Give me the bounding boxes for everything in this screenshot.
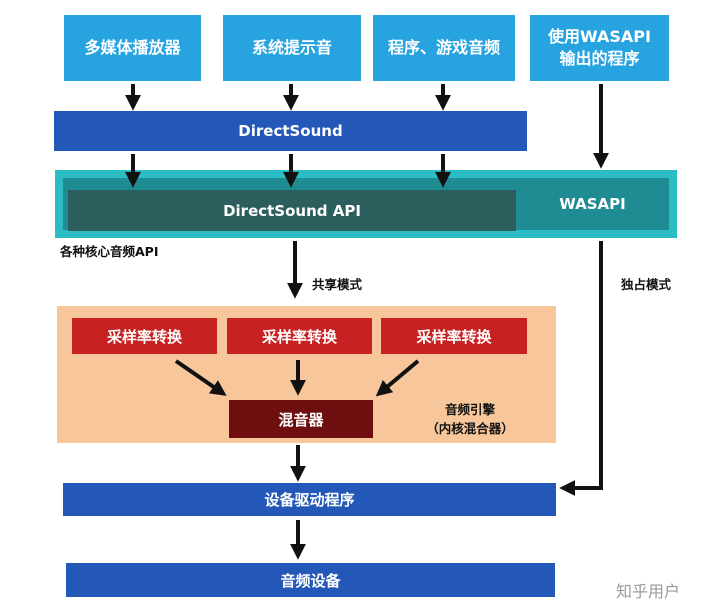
sample-rate-converter-3: 采样率转换 [381,318,527,354]
shared-mode-label: 共享模式 [312,277,363,292]
audio-device-bar: 音频设备 [66,563,555,597]
mixer-label: 混音器 [278,410,324,429]
wasapi-app-label-line1: 使用WASAPI [548,27,651,46]
audio-device-label: 音频设备 [280,571,341,590]
watermark: 知乎用户 [616,582,681,601]
sample-rate-converter-2-label: 采样率转换 [261,327,337,346]
arrow-src3-to-mixer [375,359,420,397]
audio-engine-caption-line2: （内核混合器） [426,421,514,436]
wasapi-app-box: 使用WASAPI 输出的程序 [530,15,669,81]
device-driver-bar: 设备驱动程序 [63,483,556,516]
wasapi-label: WASAPI [559,195,626,213]
directsound-api-box: DirectSound API [68,190,516,231]
core-audio-api-caption: 各种核心音频API [60,244,159,259]
device-driver-label: 设备驱动程序 [264,491,355,509]
sample-rate-converter-1: 采样率转换 [72,318,217,354]
sample-rate-converter-2: 采样率转换 [227,318,372,354]
game-audio-box: 程序、游戏音频 [373,15,515,81]
sample-rate-converter-3-label: 采样率转换 [416,327,492,346]
arrow-src1-to-mixer [174,359,227,396]
media-player-label: 多媒体播放器 [84,38,181,57]
mixer-box: 混音器 [229,400,373,438]
directsound-bar: DirectSound [54,111,527,151]
wasapi-box: WASAPI [516,178,669,230]
wasapi-app-label-line2: 输出的程序 [559,49,640,68]
system-sound-label: 系统提示音 [251,38,332,57]
directsound-api-label: DirectSound API [223,201,361,220]
arrow-wasapi-exclusive-to-driver [559,241,603,496]
audio-engine-caption: 音频引擎 （内核混合器） [395,400,545,438]
sample-rate-converter-1-label: 采样率转换 [106,327,182,346]
audio-engine-caption-line1: 音频引擎 [444,402,495,417]
system-sound-box: 系统提示音 [223,15,361,81]
media-player-box: 多媒体播放器 [64,15,201,81]
game-audio-label: 程序、游戏音频 [387,38,500,57]
exclusive-mode-label: 独占模式 [621,277,672,292]
directsound-label: DirectSound [238,122,343,140]
